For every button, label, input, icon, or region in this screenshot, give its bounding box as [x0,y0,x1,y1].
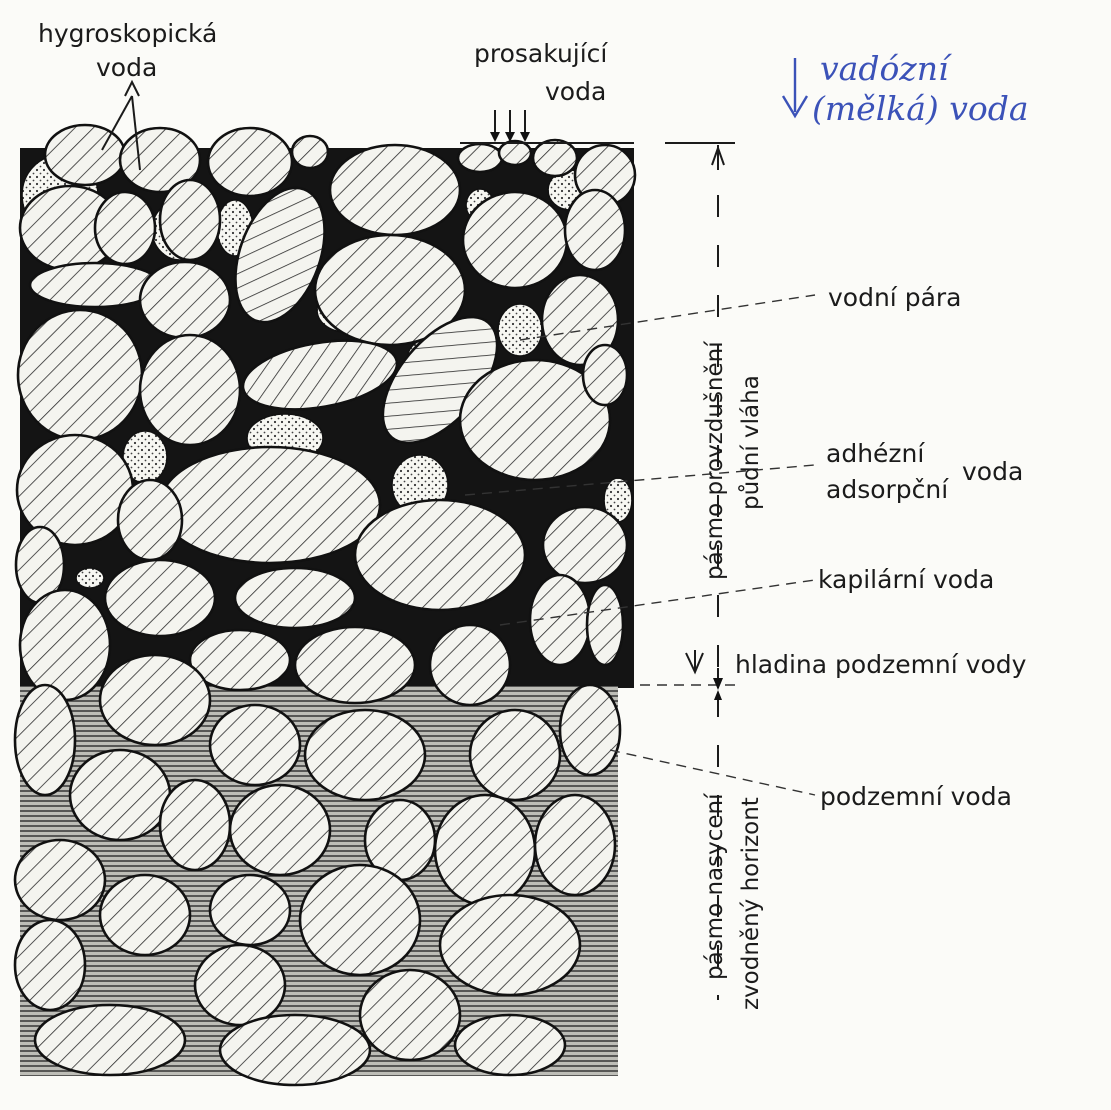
label-hygroscopic-line1: hygroskopická [38,19,217,48]
label-zone-aeration-line1: pásmo provzdušnění [702,341,728,580]
label-adsorption: adsorpční [826,475,949,504]
label-adhesive: adhézní [826,439,925,468]
label-percolating-line1: prosakující [474,39,608,68]
label-zone-aeration-line2: půdní vláha [737,375,764,510]
label-percolating-line2: voda [545,77,606,106]
handwritten-note: vadózní (mělká) voda [783,49,1029,128]
label-zone-saturation-line1: pásmo nasycení [702,793,728,980]
percolation-arrows [460,110,634,143]
handwritten-line1: vadózní [820,49,953,88]
handwritten-line2: (mělká) voda [812,89,1029,128]
label-groundwater: podzemní voda [820,782,1012,811]
label-adh-ads-water: voda [962,457,1023,486]
label-capillary: kapilární voda [818,565,994,594]
label-vapor: vodní pára [828,283,961,312]
label-hygroscopic-line2: voda [96,53,157,82]
label-water-table: hladina podzemní vody [735,650,1027,679]
label-zone-saturation-line2: zvodněný horizont [738,797,764,1010]
